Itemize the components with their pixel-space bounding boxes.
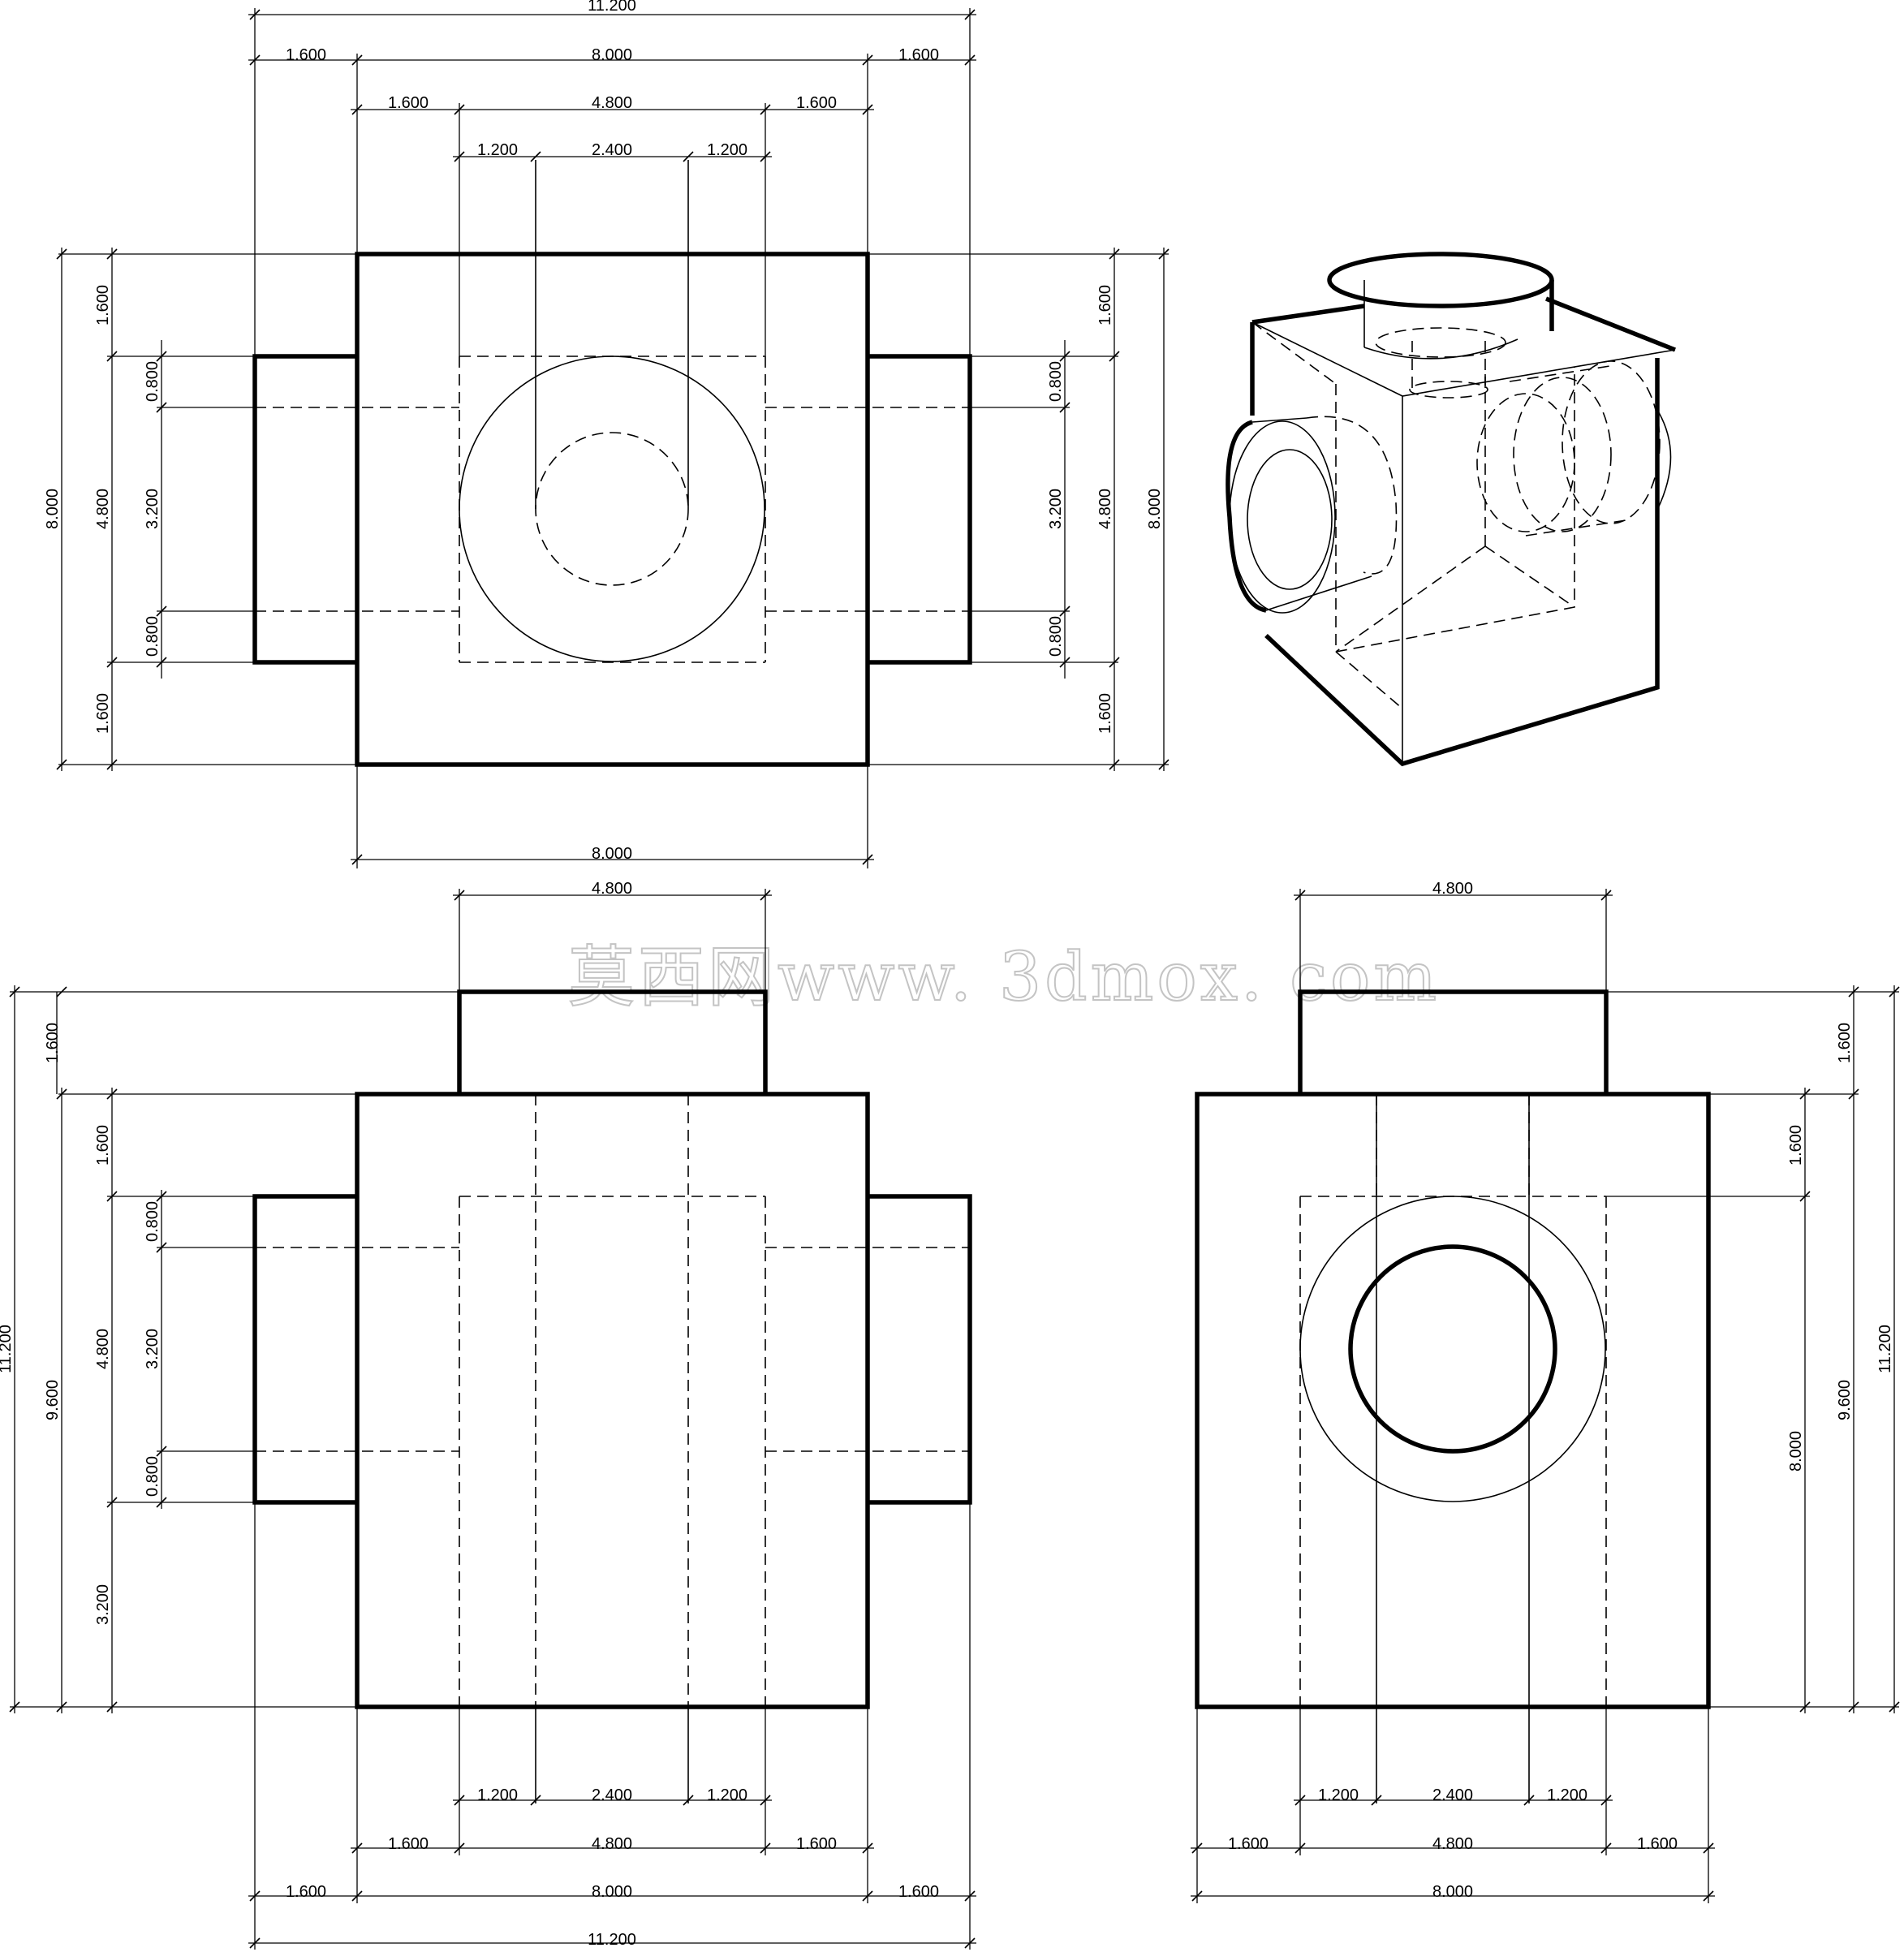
dim-front-inner-left: 1.600: [388, 1835, 429, 1853]
watermark: 莫西网www. 3dmox. com: [568, 939, 1440, 1016]
dim-top-height-left-2: 4.800: [94, 489, 112, 529]
isometric-view: [1226, 252, 1677, 767]
dim-top-height-right-1: 1.600: [1096, 285, 1114, 325]
dim-side-height-body: 9.600: [1836, 1380, 1854, 1420]
front-view-dimensions: 4.800 11.200 9.600 1.600 1.600 4.800 3.2…: [0, 880, 976, 1950]
dim-top-height-left-3: 1.600: [94, 693, 112, 734]
dim-top-inner-right: 1.600: [796, 94, 837, 112]
dim-top-width-body: 8.000: [592, 46, 632, 64]
dim-top-core-mid: 2.400: [592, 141, 632, 159]
dim-top-width-left: 1.600: [286, 46, 326, 64]
dim-top-inner-mid: 4.800: [592, 94, 632, 112]
dim-front-height-body: 9.600: [44, 1380, 62, 1420]
side-view-boss-outline: [1299, 1196, 1606, 1502]
dim-top-width-right: 1.600: [898, 46, 939, 64]
dim-front-width-body: 8.000: [592, 1883, 632, 1901]
dim-side-inner-mid: 4.800: [1432, 1835, 1473, 1853]
dim-side-core-right: 1.200: [1547, 1786, 1587, 1804]
dim-side-top-width: 4.800: [1432, 880, 1473, 898]
front-view-body: [355, 1092, 870, 1709]
dim-top-inner-right-3: 0.800: [1047, 616, 1065, 657]
side-view: [1195, 989, 1711, 1803]
dim-front-height-part-2: 4.800: [94, 1329, 112, 1369]
dim-top-inner-left-3: 0.800: [144, 616, 162, 657]
dim-top-height-overall: 8.000: [44, 489, 62, 529]
dim-front-core-left: 1.200: [477, 1786, 518, 1804]
dim-front-height-part-3: 3.200: [94, 1584, 112, 1625]
dim-side-core-mid: 2.400: [1432, 1786, 1473, 1804]
top-view-body: [355, 252, 870, 767]
dim-side-core-left: 1.200: [1318, 1786, 1359, 1804]
dim-front-inner-2: 3.200: [144, 1329, 162, 1369]
top-view: [252, 160, 972, 767]
dim-top-core-left: 1.200: [477, 141, 518, 159]
dim-top-width-overall: 11.200: [588, 0, 636, 15]
dim-front-core-mid: 2.400: [592, 1786, 632, 1804]
dim-front-inner-1: 0.800: [144, 1201, 162, 1242]
dim-side-height-part-1: 1.600: [1787, 1125, 1805, 1166]
dim-front-width-left: 1.600: [286, 1883, 326, 1901]
dim-front-height-part-1: 1.600: [94, 1125, 112, 1166]
top-view-right-boss: [868, 354, 972, 665]
dim-top-width-bottom: 8.000: [592, 845, 632, 863]
side-view-bore: [1348, 1244, 1557, 1454]
dim-front-inner-3: 0.800: [144, 1456, 162, 1497]
dim-side-width-overall: 8.000: [1432, 1883, 1473, 1901]
dim-top-height-right-2: 4.800: [1096, 489, 1114, 529]
dim-side-height-top: 1.600: [1836, 1023, 1854, 1063]
dim-top-height-overall-right: 8.000: [1146, 489, 1164, 529]
front-view: [252, 989, 972, 1803]
dim-top-height-left-1: 1.600: [94, 285, 112, 325]
dim-top-inner-right-1: 0.800: [1047, 361, 1065, 402]
dim-front-width-right: 1.600: [898, 1883, 939, 1901]
dim-side-height-part-2: 8.000: [1787, 1431, 1805, 1472]
dim-front-height-top: 1.600: [44, 1023, 62, 1063]
side-view-body: [1195, 1092, 1711, 1709]
dim-top-height-right-3: 1.600: [1096, 693, 1114, 734]
dim-front-inner-mid: 4.800: [592, 1835, 632, 1853]
dim-top-core-right: 1.200: [707, 141, 747, 159]
dim-front-core-right: 1.200: [707, 1786, 747, 1804]
dim-front-height-overall: 11.200: [0, 1325, 15, 1373]
dim-top-inner-left-2: 3.200: [144, 489, 162, 529]
dim-side-inner-right: 1.600: [1637, 1835, 1678, 1853]
top-view-left-boss: [252, 354, 357, 665]
dim-side-height-overall: 11.200: [1876, 1325, 1894, 1373]
dim-front-top-width: 4.800: [592, 880, 632, 898]
top-view-dimensions: 11.200 1.600 8.000 1.600 1.600 4.800 1.6…: [44, 0, 1170, 868]
side-view-dimensions: 4.800 1.600 1.600 8.000 9.600 11.200: [1191, 880, 1900, 1903]
top-view-inner-circle: [535, 432, 689, 586]
dim-front-width-overall: 11.200: [588, 1931, 636, 1949]
dim-front-inner-right: 1.600: [796, 1835, 837, 1853]
top-view-outer-circle: [459, 355, 765, 662]
dim-top-inner-left-1: 0.800: [144, 361, 162, 402]
dim-top-inner-right-2: 3.200: [1047, 489, 1065, 529]
dim-top-inner-left: 1.600: [388, 94, 429, 112]
dim-side-inner-left: 1.600: [1228, 1835, 1269, 1853]
